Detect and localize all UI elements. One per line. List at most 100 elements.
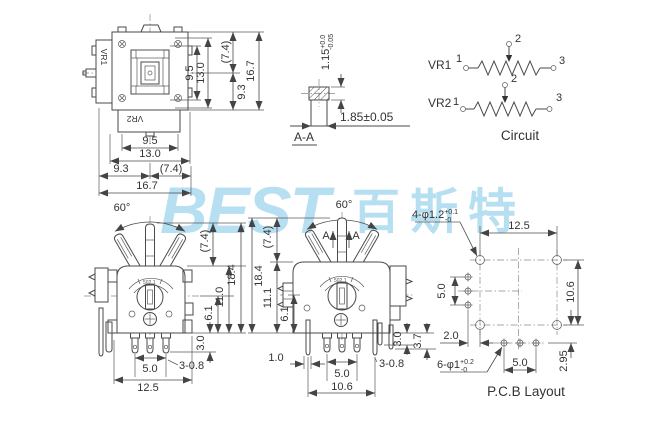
side-screw — [334, 313, 348, 327]
watermark: BEST 百斯特 — [160, 173, 516, 247]
front-pin-note: 3-0.8 — [179, 360, 204, 372]
dim-1.15: 1.15+0.0-0.05 — [320, 34, 335, 70]
pcb-hole-labels: 4-φ1.2+0.1-0 6-φ1+0.2-0 — [412, 209, 503, 374]
front-left-pot — [87, 267, 113, 357]
dim-pcb-2.95: 2.95 — [558, 350, 570, 371]
section-marker-a-right: A — [352, 230, 360, 242]
side-view-bottom-dims: 1.0 5.0 10.6 3-0.8 — [268, 352, 404, 397]
vr2-terminal-1-node — [460, 106, 466, 112]
dim-7.4-height: (7.4) — [220, 41, 232, 64]
dim-front-5.0: 5.0 — [142, 363, 157, 375]
vr2-label: VR2 — [126, 114, 143, 124]
dim-side-7.4: (7.4) — [262, 226, 274, 249]
dim-front-3.0: 3.0 — [195, 335, 207, 350]
dim-side-10.6: 10.6 — [331, 381, 352, 393]
vr1-terminal-2: 2 — [515, 33, 521, 45]
dim-pcb-10.6: 10.6 — [565, 281, 577, 302]
top-view-bottom-dims: 9.5 13.0 9.3 (7.4) 16.7 — [98, 108, 192, 197]
top-clip-left — [117, 26, 127, 33]
circuit-vr2-label: VR2 — [428, 96, 452, 110]
dim-side-11.1: 11.1 — [262, 288, 274, 309]
dim-side-5.0: 5.0 — [334, 368, 349, 380]
vr1-label: VR1 — [99, 49, 109, 66]
vr1-terminal-3-node — [550, 65, 557, 71]
side-rotor-marking: 502.1 — [334, 278, 347, 284]
front-rotor: 502.1 — [128, 277, 174, 326]
dim-13.0-height: 13.0 — [195, 62, 207, 83]
dim-front-6.1: 6.1 — [203, 305, 215, 320]
front-view-right-dims: (7.4) 18.4 11.0 6.1 3.0 — [157, 222, 246, 363]
dim-front-12.5: 12.5 — [137, 382, 158, 394]
gimbal-frame — [130, 49, 170, 95]
dim-front-11.0: 11.0 — [214, 287, 226, 308]
side-view: 60° A A — [248, 199, 436, 397]
circuit-vr1-label: VR1 — [428, 58, 452, 72]
vr1-pot: VR1 — [82, 39, 113, 104]
side-pin-note: 3-0.8 — [379, 358, 404, 370]
dim-7.4-width: (7.4) — [160, 163, 183, 175]
top-view: VR1 VR2 9.5 13.0 9.3 (7.4) 16.7 — [82, 14, 264, 197]
front-view: 60° — [84, 202, 246, 394]
side-body — [292, 261, 391, 334]
vr2-wiper-arrow — [501, 96, 509, 103]
side-right-pot — [377, 265, 414, 350]
dim-front-18.4: 18.4 — [226, 264, 238, 285]
mounting-holes — [475, 255, 562, 330]
vr1-terminal-2-node — [506, 41, 512, 47]
stick-tilted-left — [113, 233, 142, 272]
front-rotor-marking: 502.1 — [143, 280, 156, 286]
right-clip-top — [187, 45, 193, 56]
dim-side-18.4: 18.4 — [253, 265, 265, 286]
corner-screws — [118, 40, 182, 102]
dim-16.7-width: 16.7 — [136, 180, 157, 192]
dim-pcb-12.5: 12.5 — [508, 220, 529, 232]
vr2-terminal-2: 2 — [511, 73, 517, 85]
section-title: A-A — [294, 130, 314, 144]
top-clip-right — [173, 26, 183, 33]
front-angle: 60° — [114, 202, 131, 214]
section-hatch — [308, 86, 330, 101]
dim-pcb-2.0: 2.0 — [443, 330, 458, 342]
stick-tilted-left — [304, 229, 333, 269]
side-pins — [305, 319, 378, 356]
stick-center — [337, 217, 347, 262]
dim-side-1.0: 1.0 — [268, 352, 283, 364]
tilt-arc — [114, 221, 186, 232]
vr1-resistor — [477, 59, 541, 77]
right-tab-top — [182, 269, 193, 283]
right-clip-bottom — [187, 87, 193, 98]
vr2-terminal-holes — [499, 338, 541, 348]
watermark-latin: BEST — [160, 173, 335, 247]
section-cut-markers: A A — [322, 230, 360, 248]
vr1-terminal-3: 3 — [559, 55, 565, 67]
side-view-left-dims: 18.4 (7.4) 11.1 6.1 — [248, 217, 330, 334]
dim-side-6.1: 6.1 — [279, 306, 291, 321]
circuit-diagram: VR1 1 3 2 VR2 1 3 2 Circuit — [428, 33, 565, 143]
stick-tilted-right — [351, 229, 380, 269]
vr1-wiper-arrow — [505, 55, 513, 62]
vr1-terminal-1: 1 — [456, 53, 462, 65]
dim-side-3.7: 3.7 — [412, 333, 424, 348]
dim-front-7.4: (7.4) — [199, 230, 211, 253]
dim-9.5-height: 9.5 — [184, 65, 196, 80]
vr2-terminal-3-node — [546, 106, 553, 112]
top-tab — [140, 24, 162, 33]
front-body — [116, 265, 186, 334]
vr1-terminal-holes — [463, 272, 473, 310]
dim-13.0-width: 13.0 — [139, 148, 160, 160]
top-view-right-dims: 9.5 13.0 (7.4) 9.3 16.7 — [170, 31, 264, 111]
side-view-right-dims: 3.0 3.7 — [384, 323, 436, 360]
vr2-resistor — [473, 100, 537, 118]
dim-pcb-5.0-bottom: 5.0 — [512, 357, 527, 369]
front-screw — [143, 312, 157, 326]
dim-side-3.0: 3.0 — [392, 331, 404, 346]
pcb-dims: 12.5 10.6 5.0 2.0 5.0 2.95 — [436, 220, 584, 374]
pcb-title: P.C.B Layout — [487, 384, 565, 399]
dim-9.3-width: 9.3 — [113, 163, 128, 175]
label-4-holes: 4-φ1.2+0.1-0 — [412, 209, 458, 224]
side-angle: 60° — [336, 199, 353, 211]
dim-9.5-width: 9.5 — [142, 135, 157, 147]
dim-9.3-height: 9.3 — [236, 84, 248, 99]
